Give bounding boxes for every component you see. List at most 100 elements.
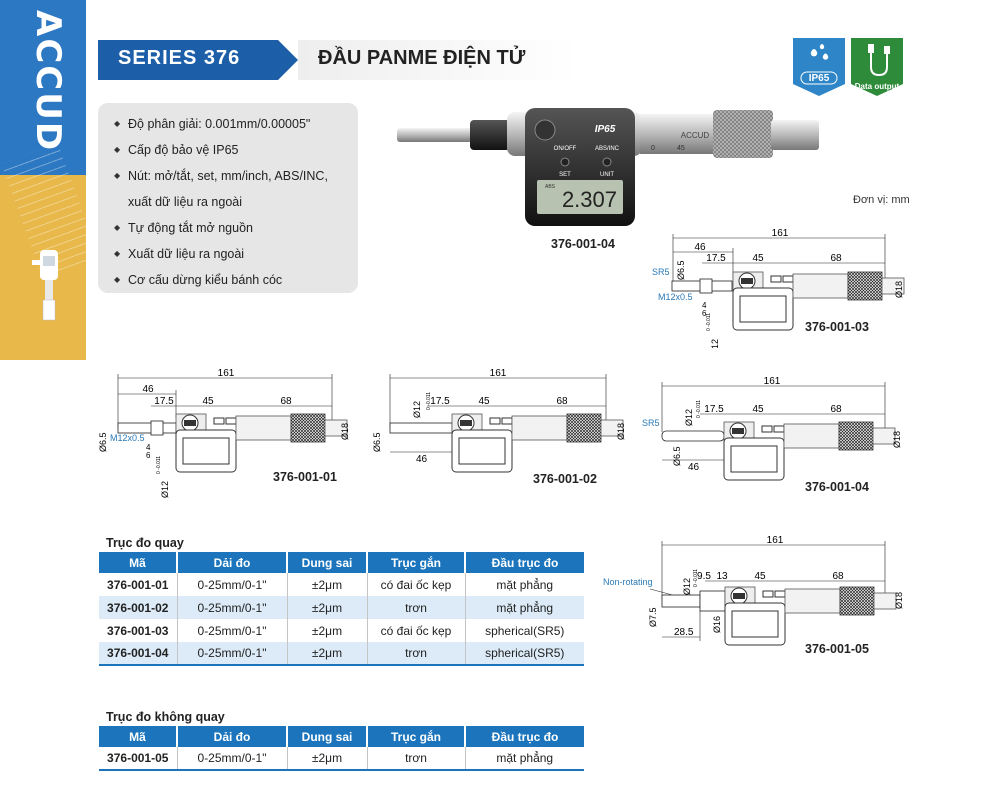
table-rotating: Mã Dải đo Dung sai Trục gắn Đầu trục đo … (99, 552, 584, 666)
dim-dia-12: Ø12 (710, 339, 720, 348)
abs-indicator: ABS (545, 184, 556, 190)
feature-list: Độ phân giải: 0.001mm/0.00005" Cấp độ bả… (98, 103, 358, 293)
col-range: Dải đo (177, 726, 288, 747)
cell-tolerance: ±2μm (287, 619, 368, 642)
drawing-caption-05: 376-001-05 (805, 642, 869, 656)
feature-item-continued: xuất dữ liệu ra ngoài (128, 195, 242, 209)
feature-item: Nút: mở/tắt, set, mm/inch, ABS/INC, (114, 163, 348, 189)
dim-dia-18: Ø18 (894, 592, 904, 609)
ip65-badge: IP65 (793, 38, 845, 96)
dim-68: 68 (830, 404, 842, 415)
dim-tolerance: 0 -0.011 (693, 569, 699, 587)
drawing-caption-04: 376-001-04 (805, 480, 869, 494)
dim-4: 4 (702, 301, 707, 310)
dim-dia-16: Ø16 (712, 616, 722, 633)
dim-tolerance: 0 -0.011 (706, 313, 712, 331)
drawing-caption-01: 376-001-01 (273, 470, 337, 484)
dim-6: 6 (146, 451, 151, 460)
cell-range: 0-25mm/0-1" (177, 747, 288, 770)
technical-drawing-03: 161 46 17.5 45 68 SR5 Ø6.5 M12x0.5 4 6 Ø… (652, 228, 905, 348)
cell-range: 0-25mm/0-1" (177, 573, 288, 596)
series-label: SERIES 376 (118, 47, 241, 69)
dim-dia-6-5: Ø6.5 (372, 432, 382, 452)
dim-dia-6-5: Ø6.5 (98, 432, 108, 452)
col-mount: Trục gắn (367, 726, 466, 747)
micrometer-icon (32, 250, 58, 321)
dim-45: 45 (754, 571, 766, 582)
cell-code: 376-001-05 (99, 747, 178, 770)
ip65-mark: IP65 (595, 124, 616, 135)
brand-logo: ACCUD (28, 10, 68, 153)
lcd-display-value: 2.307 (562, 187, 617, 212)
dim-sr5: SR5 (652, 267, 670, 277)
dim-tolerance: 0 -0.011 (156, 456, 162, 474)
dim-tolerance: 0 -0.011 (696, 400, 702, 418)
dim-4: 4 (146, 443, 151, 452)
scale-zero: 0 (651, 145, 655, 152)
cell-tip: mặt phẳng (465, 596, 584, 619)
col-tolerance: Dung sai (287, 552, 368, 573)
dim-68: 68 (280, 396, 292, 407)
dim-total: 161 (767, 535, 784, 546)
cell-tip: mặt phẳng (496, 751, 554, 765)
col-tolerance: Dung sai (287, 726, 368, 747)
dim-dia-12: Ø12 (160, 481, 170, 498)
cell-mount: trơn (367, 596, 466, 619)
dim-17-5: 17.5 (430, 396, 450, 407)
cell-code: 376-001-02 (99, 596, 178, 619)
cell-mount: trơn (367, 642, 466, 665)
dim-45: 45 (478, 396, 490, 407)
technical-drawing-02: 161 17.5 45 68 Ø6.5 Ø12 0 -0.011 46 Ø18 (372, 368, 626, 473)
dim-46: 46 (416, 454, 428, 465)
water-drop-icon (793, 38, 845, 96)
page-title: ĐẦU PANME ĐIỆN TỬ (318, 47, 526, 69)
dim-tolerance: 0 -0.011 (426, 392, 432, 410)
col-mount: Trục gắn (367, 552, 466, 573)
product-image: IP65 ACCUD 0 45 ON/OFF ABS/INC SET UNIT … (397, 108, 819, 226)
feature-item: Cơ cấu dừng kiểu bánh cóc (114, 267, 348, 293)
table-nonrotating: Mã Dải đo Dung sai Trục gắn Đầu trục đo … (99, 726, 584, 771)
drawing-caption-03: 376-001-03 (805, 320, 869, 334)
usb-cable-icon (851, 38, 903, 96)
dim-dia-12: Ø12 (412, 401, 422, 418)
set-button: SET (559, 172, 571, 178)
cell-tolerance: ±2μm (287, 596, 368, 619)
col-code: Mã (99, 726, 178, 747)
dim-13: 13 (716, 571, 728, 582)
table-row: 376-001-04 0-25mm/0-1" ±2μm trơn spheric… (99, 642, 584, 665)
cell-tip: mặt phẳng (496, 577, 554, 592)
cell-tolerance: ±2μm (287, 642, 368, 665)
dim-17-5: 17.5 (706, 253, 726, 264)
dim-17-5: 17.5 (704, 404, 724, 415)
dim-dia-18: Ø18 (616, 423, 626, 440)
series-banner (98, 40, 298, 80)
scale-45: 45 (677, 145, 685, 152)
dim-68: 68 (832, 571, 844, 582)
dim-45: 45 (752, 404, 764, 415)
absinc-button: ABS/INC (595, 146, 620, 152)
data-output-badge: Data output (851, 38, 903, 96)
technical-drawing-05: 161 9.5 13 45 68 Non-rotating Ø7.5 Ø12 0… (603, 535, 904, 646)
dim-68: 68 (556, 396, 568, 407)
table-row: 376-001-01 0-25mm/0-1" ±2μm có đai ốc kẹ… (99, 573, 584, 596)
cell-tolerance: ±2μm (287, 747, 368, 770)
dim-m12: M12x0.5 (658, 292, 693, 302)
feature-item: Tự động tắt mở nguồn (114, 215, 348, 241)
unit-button: UNIT (600, 172, 614, 178)
dim-total: 161 (218, 368, 235, 379)
dim-dia-6-5: Ø6.5 (676, 260, 686, 280)
brand-mark: ACCUD (681, 131, 710, 140)
feature-item: Xuất dữ liệu ra ngoài (114, 241, 348, 267)
table-header-row: Mã Dải đo Dung sai Trục gắn Đầu trục đo (99, 726, 584, 747)
dim-45: 45 (202, 396, 214, 407)
title-bar (298, 40, 578, 80)
dim-46: 46 (142, 384, 154, 395)
table-rotating-title: Trục đo quay (106, 536, 184, 550)
onoff-button: ON/OFF (554, 146, 577, 152)
cell-mount: có đai ốc kẹp (367, 619, 466, 642)
dim-dia-12: Ø12 (684, 409, 694, 426)
cell-range: 0-25mm/0-1" (177, 642, 288, 665)
technical-drawing-04: 161 17.5 45 68 SR5 Ø6.5 Ø12 0 -0.011 46 … (642, 376, 902, 481)
col-code: Mã (99, 552, 178, 573)
dim-46: 46 (688, 462, 700, 473)
